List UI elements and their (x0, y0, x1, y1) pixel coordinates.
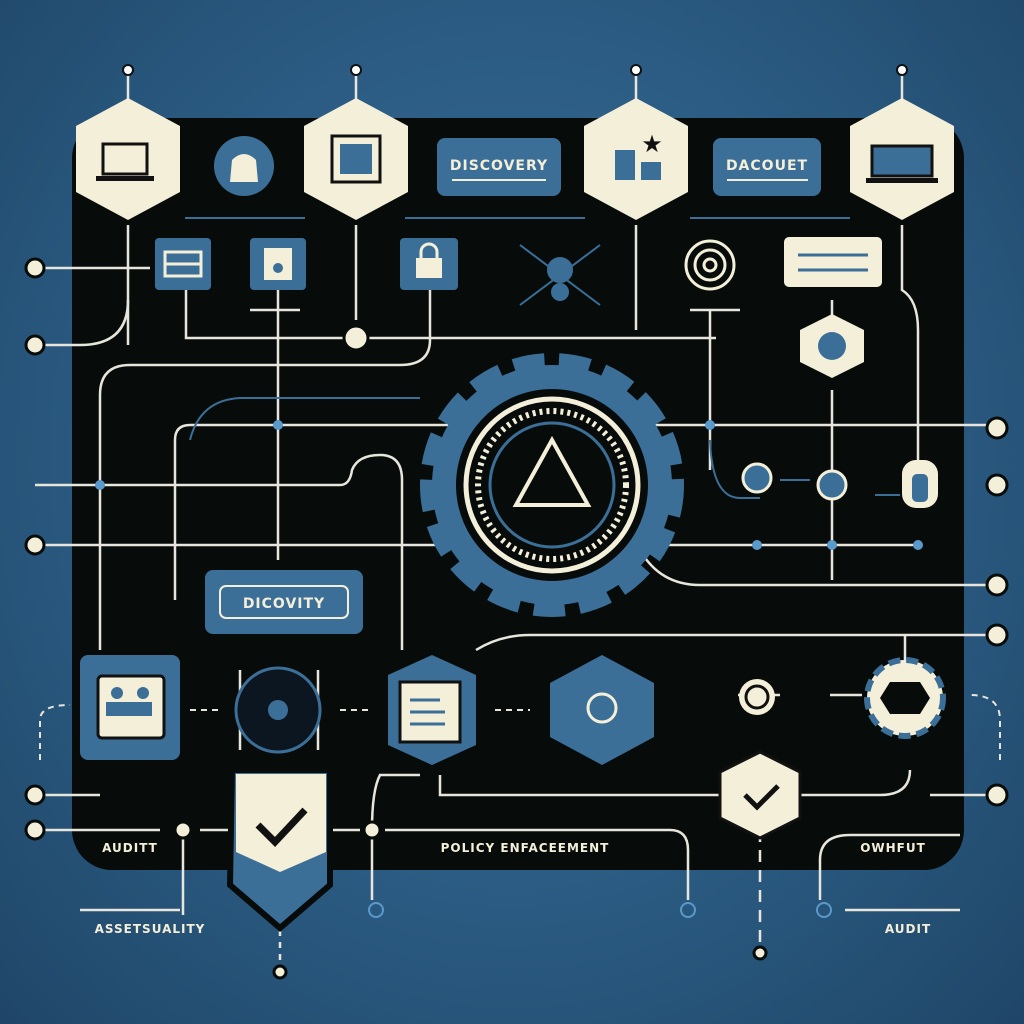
hub-icon (234, 666, 322, 754)
policy-enforcement-label: POLICY ENFACEEMENT (441, 841, 610, 855)
hex-node-small (800, 314, 864, 378)
hex-tile-laptop (76, 98, 180, 220)
discovery-top-box[interactable]: DISCOVERY (437, 138, 561, 196)
assetsuality-label: ASSETSUALITY (95, 922, 206, 936)
sun-node-icon (816, 469, 848, 501)
octagon-gear-icon (864, 657, 946, 739)
dicovity-label: DICOVITY (243, 596, 325, 612)
dacouet-label: DACOUET (726, 158, 808, 174)
hex-tile-chart: ★ (584, 98, 688, 220)
check-shield-icon (226, 767, 333, 932)
blue-arrows (185, 217, 900, 499)
owhfut-label: OWHFUT (860, 841, 926, 855)
meeting-icon (80, 655, 180, 760)
share-hub-icon (550, 655, 654, 765)
star-icon: ★ (641, 132, 663, 158)
bar-chart-icon (615, 150, 635, 180)
small-dots (95, 420, 923, 550)
hex-tile-monitor (850, 98, 954, 220)
document-bar (784, 237, 882, 287)
node-icon (741, 462, 773, 494)
audit-bottom-label: AUDIT (885, 922, 931, 936)
document-edit-icon (388, 655, 476, 765)
device-icon (250, 238, 306, 290)
check-hex-icon (718, 750, 802, 840)
target-icon (684, 239, 736, 291)
network-node-icon (519, 244, 601, 306)
list-icon (155, 238, 211, 290)
central-gear-warning (420, 353, 684, 617)
dicovity-box[interactable]: DICOVITY (205, 570, 363, 634)
discovery-label: DISCOVERY (450, 158, 548, 174)
monitor-icon (870, 144, 934, 178)
dashed-arrows (39, 484, 1001, 760)
auditt-label: AUDITT (102, 841, 158, 855)
warning-triangle-icon (512, 435, 592, 507)
mouse-icon (902, 460, 938, 508)
endpoint-nodes (24, 257, 1009, 980)
ring-node-icon (739, 679, 775, 715)
window-icon (330, 134, 382, 184)
hex-tile-window (304, 98, 408, 220)
blue-ring-nodes (368, 902, 832, 918)
lock-icon (400, 238, 458, 290)
laptop-icon (101, 142, 149, 176)
dacouet-box[interactable]: DACOUET (713, 138, 821, 196)
user-icon (214, 136, 274, 196)
